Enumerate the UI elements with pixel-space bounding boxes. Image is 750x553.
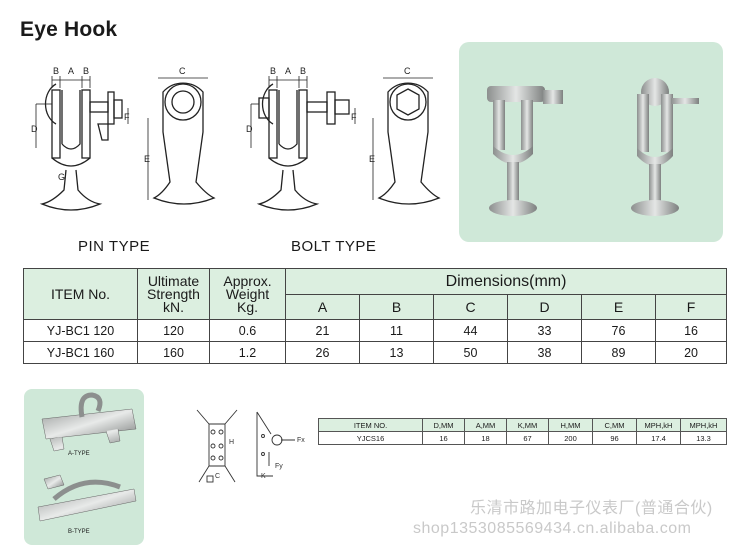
cell-strength: 120 (137, 319, 210, 342)
cell-strength: 160 (137, 341, 210, 364)
header-weight-line3: Kg. (236, 298, 258, 315)
cell-dim-c: 44 (433, 319, 508, 342)
small-label-h: H (229, 439, 234, 446)
bolt-type-drawing: B A B D F C E (246, 66, 441, 211)
header-strength-line2: Strength (147, 285, 200, 302)
dim-label-e: E (144, 154, 150, 164)
eye-hook-photo-illustration (487, 78, 699, 216)
header-item-no: ITEM No. (23, 268, 138, 320)
header-weight-line2: Weight (225, 285, 270, 302)
bracket-photo: A-TYPE B-TYPE (24, 389, 144, 545)
cell-dim-b: 11 (359, 319, 434, 342)
dim-label-a: A (68, 66, 74, 76)
table-row: YJ-BC1 160 160 1.2 26 13 50 38 89 20 (23, 341, 728, 364)
small-header-d: D,MM (422, 418, 465, 432)
cell-dim-b: 13 (359, 341, 434, 364)
b-type-label: B-TYPE (68, 529, 90, 535)
dim-label-b: B (83, 66, 89, 76)
small-technical-drawing: H C K Fx Fy (196, 409, 305, 483)
small-header-k: K,MM (506, 418, 549, 432)
header-dim-e: E (581, 294, 656, 320)
small-cell-h: 200 (548, 431, 593, 445)
table-row: YJ-BC1 120 120 0.6 21 11 44 33 76 16 (23, 319, 728, 342)
cell-dim-d: 33 (507, 319, 582, 342)
cell-dim-e: 76 (581, 319, 656, 342)
dim-label-e: E (369, 154, 375, 164)
small-header-h: H,MM (548, 418, 593, 432)
small-header-a: A,MM (464, 418, 507, 432)
small-cell-d: 16 (422, 431, 465, 445)
small-header-c: C,MM (592, 418, 637, 432)
cell-dim-f: 16 (654, 319, 728, 342)
cell-weight: 1.2 (209, 341, 286, 364)
small-label-c: C (215, 473, 220, 480)
header-weight: Approx. Weight Kg. (209, 268, 286, 320)
header-dim-b: B (359, 294, 434, 320)
small-label-fy: Fy (275, 463, 283, 470)
header-dim-c: C (433, 294, 508, 320)
watermark-url: shop1353085569434.cn.alibaba.com (413, 520, 692, 537)
small-cell-k: 67 (506, 431, 549, 445)
watermark-company: 乐清市路加电子仪表厂(普通合伙) (470, 500, 713, 517)
dim-label-b: B (53, 66, 59, 76)
dim-label-f: F (351, 112, 357, 122)
small-cell-mph2: 13.3 (680, 431, 727, 445)
small-header-mph1: MPH,kH (636, 418, 681, 432)
small-label-k: K (261, 473, 266, 480)
page-title: Eye Hook (20, 18, 118, 41)
cell-dim-f: 20 (654, 341, 728, 364)
small-cell-mph1: 17.4 (636, 431, 681, 445)
a-type-label: A-TYPE (68, 451, 90, 457)
bracket-illustration (37, 392, 137, 522)
cell-dim-c: 50 (433, 341, 508, 364)
dim-label-b: B (300, 66, 306, 76)
header-dim-d: D (507, 294, 582, 320)
small-label-fx: Fx (297, 437, 305, 444)
dim-label-a: A (285, 66, 291, 76)
dim-label-c: C (179, 66, 186, 76)
dim-label-d: D (31, 124, 38, 134)
header-strength: Ultimate Strength kN. (137, 268, 210, 320)
cell-dim-d: 38 (507, 341, 582, 364)
small-cell-c: 96 (592, 431, 637, 445)
cell-dim-a: 21 (285, 319, 360, 342)
header-dim-a: A (285, 294, 360, 320)
pin-type-label: PIN TYPE (78, 238, 151, 255)
header-strength-line3: kN. (163, 298, 184, 315)
cell-item: YJ-BC1 120 (23, 319, 138, 342)
small-cell-item: YJCS16 (318, 431, 423, 445)
header-dimensions: Dimensions(mm) (284, 268, 728, 295)
dim-label-b: B (270, 66, 276, 76)
spec-table: ITEM No. Ultimate Strength kN. Approx. W… (23, 268, 728, 364)
header-weight-line1: Approx. (223, 272, 272, 289)
small-header-item: ITEM NO. (318, 418, 423, 432)
table-row: YJCS16 16 18 67 200 96 17.4 13.3 (318, 431, 727, 445)
pin-type-drawing: B A B D F G C E (31, 66, 216, 211)
cell-dim-e: 89 (581, 341, 656, 364)
header-dim-f: F (654, 294, 728, 320)
dim-label-f: F (124, 112, 130, 122)
small-cell-a: 18 (464, 431, 507, 445)
dim-label-d: D (246, 124, 253, 134)
cell-item: YJ-BC1 160 (23, 341, 138, 364)
dim-label-g: G (58, 172, 65, 182)
small-spec-table: ITEM NO. D,MM A,MM K,MM H,MM C,MM MPH,kH… (318, 418, 727, 445)
bolt-type-label: BOLT TYPE (291, 238, 377, 255)
header-strength-line1: Ultimate (147, 272, 200, 289)
dim-label-c: C (404, 66, 411, 76)
small-header-mph2: MPH,kH (680, 418, 727, 432)
cell-dim-a: 26 (285, 341, 360, 364)
product-photo (459, 42, 723, 242)
cell-weight: 0.6 (209, 319, 286, 342)
